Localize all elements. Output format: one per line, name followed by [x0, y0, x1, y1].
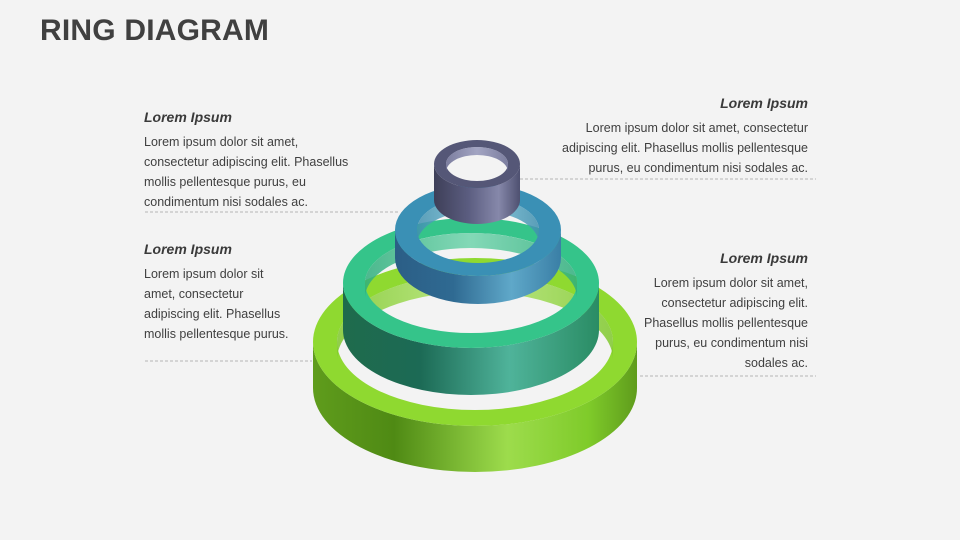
block-body: Lorem ipsum dolor sit amet, consectetur …: [562, 121, 808, 175]
text-block-top-right: Lorem Ipsum Lorem ipsum dolor sit amet, …: [528, 94, 808, 178]
text-block-bottom-right: Lorem Ipsum Lorem ipsum dolor sit amet, …: [608, 249, 808, 373]
block-heading: Lorem Ipsum: [144, 241, 232, 257]
block-body: Lorem ipsum dolor sit amet, consectetur …: [144, 267, 289, 341]
text-block-top-left: Lorem Ipsum Lorem ipsum dolor sit amet, …: [144, 108, 384, 212]
ring-4-slate: [434, 140, 520, 224]
block-heading: Lorem Ipsum: [720, 250, 808, 266]
block-body: Lorem ipsum dolor sit amet, consectetur …: [644, 276, 808, 370]
ring-1-green: [313, 258, 637, 472]
block-heading: Lorem Ipsum: [720, 95, 808, 111]
block-heading: Lorem Ipsum: [144, 109, 232, 125]
block-body: Lorem ipsum dolor sit amet, consectetur …: [144, 135, 349, 209]
text-block-middle-left: Lorem Ipsum Lorem ipsum dolor sit amet, …: [144, 240, 344, 344]
slide-title: RING DIAGRAM: [40, 14, 270, 47]
